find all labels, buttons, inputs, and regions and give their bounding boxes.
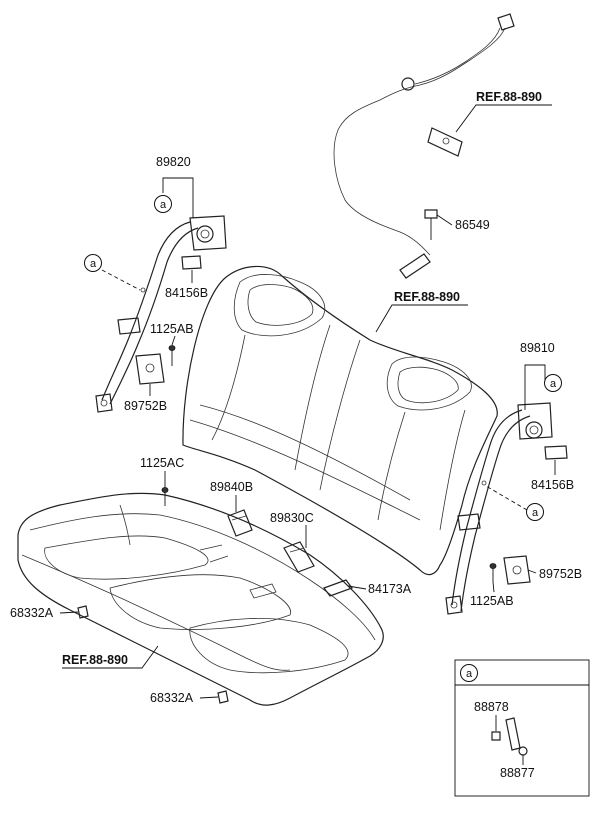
label-88878: 88878 — [474, 700, 509, 714]
center-buckle-89840b — [227, 509, 253, 537]
bolt-1125ac — [161, 487, 169, 506]
label-89840b: 89840B — [210, 480, 253, 494]
right-bracket-89752b — [503, 555, 531, 585]
inset-box-a: a 88878 88877 — [454, 659, 590, 797]
label-86549: 86549 — [455, 218, 490, 232]
bolt-86549 — [424, 209, 438, 240]
right-belt-guide-84156b — [544, 445, 568, 460]
callout-a-left-belt: a — [84, 254, 102, 272]
label-89830c: 89830C — [270, 511, 314, 525]
center-buckle-89830c — [283, 541, 315, 573]
cover-84173a — [323, 579, 353, 597]
svg-text:a: a — [90, 258, 97, 270]
callout-a-89820: a — [154, 195, 172, 213]
inset-spacer-88878 — [491, 731, 501, 741]
right-seat-belt-assembly — [445, 402, 553, 615]
label-84156b-right: 84156B — [531, 478, 574, 492]
ref-label-top: REF.88-890 — [476, 90, 542, 104]
ref-label-seat-back: REF.88-890 — [394, 290, 460, 304]
label-88877: 88877 — [500, 766, 535, 780]
label-68332a-bottom: 68332A — [150, 691, 194, 705]
clip-68332a-bottom — [217, 690, 229, 704]
label-1125ab-left: 1125AB — [150, 322, 194, 336]
inset-stopper — [505, 717, 521, 751]
callout-a-89810: a — [544, 374, 562, 392]
svg-text:a: a — [160, 199, 167, 211]
label-89820: 89820 — [156, 155, 191, 169]
leader-lines — [59, 104, 556, 699]
inset-button-88877 — [518, 746, 528, 756]
callout-a-right-belt: a — [526, 503, 544, 521]
label-84173a: 84173A — [368, 582, 412, 596]
label-89752b-left: 89752B — [124, 399, 167, 413]
clip-68332a-left — [77, 605, 89, 619]
svg-text:a: a — [466, 668, 473, 680]
left-seat-belt-assembly — [95, 215, 227, 413]
label-1125ab-right: 1125AB — [470, 594, 514, 608]
label-84156b-left: 84156B — [165, 286, 208, 300]
svg-text:a: a — [550, 378, 557, 390]
left-belt-guide-84156b — [181, 255, 202, 270]
label-1125ac: 1125AC — [140, 456, 184, 470]
right-bolt-1125ab — [489, 563, 497, 582]
svg-text:a: a — [532, 507, 539, 519]
rear-seat-cushion — [17, 492, 384, 706]
label-89810: 89810 — [520, 341, 555, 355]
label-68332a-left: 68332A — [10, 606, 54, 620]
wire-harness — [333, 13, 515, 279]
ref-label-cushion: REF.88-890 — [62, 653, 128, 667]
label-89752b-right: 89752B — [539, 567, 582, 581]
left-bracket-89752b — [135, 353, 165, 385]
left-bolt-1125ab — [168, 345, 176, 366]
rear-seat-back — [182, 265, 498, 576]
